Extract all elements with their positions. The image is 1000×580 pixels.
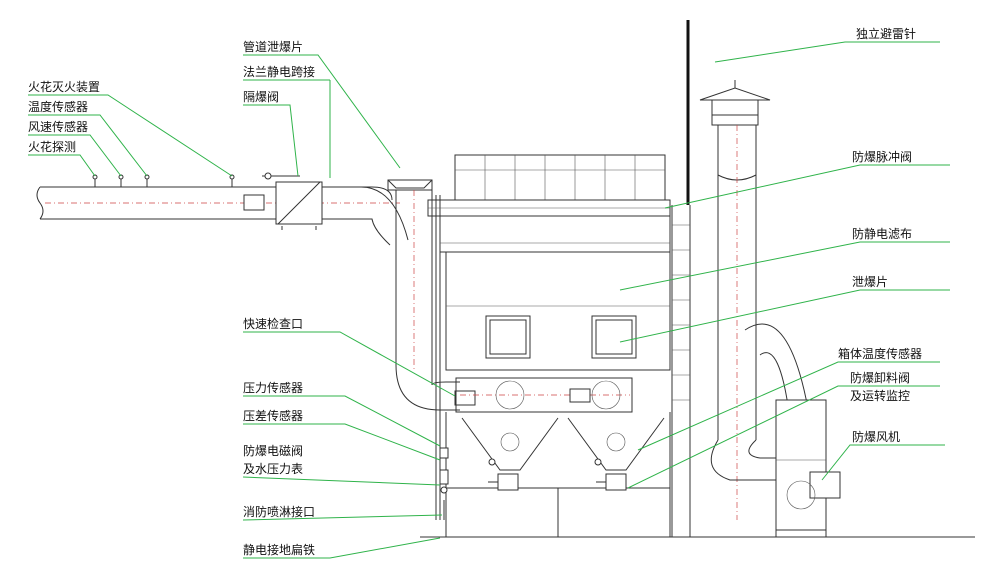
label-antistatic-bag: 防静电滤布 — [852, 226, 912, 241]
label-fan: 防爆风机 — [852, 429, 900, 444]
equipment-drawing — [36, 20, 975, 538]
label-flange-jumper: 法兰静电跨接 — [243, 64, 315, 79]
label-box-temp-sensor: 箱体温度传感器 — [838, 346, 922, 361]
labels: 火花灭火装置 温度传感器 风速传感器 火花探测 管道泄爆片 法兰静电跨接 隔爆阀… — [28, 26, 922, 557]
label-lightning-rod: 独立避雷针 — [856, 26, 916, 41]
label-ground-iron: 静电接地扁铁 — [243, 542, 315, 557]
label-solenoid-valve-line2: 及水压力表 — [243, 462, 303, 476]
vertical-riser — [387, 179, 441, 520]
inlet-duct — [36, 186, 400, 220]
label-pulse-valve: 防爆脉冲阀 — [852, 149, 912, 164]
label-discharge-valve-line2: 及运转监控 — [850, 388, 910, 403]
label-isolation-valve: 隔爆阀 — [243, 90, 279, 104]
label-vent-panel: 泄爆片 — [852, 275, 888, 289]
label-pressure-sensor: 压力传感器 — [243, 380, 303, 395]
filter-housing — [427, 154, 671, 537]
sensor-pipework — [439, 447, 449, 520]
duct-sensors — [92, 174, 235, 187]
label-wind-sensor: 风速传感器 — [28, 119, 88, 134]
duct-elbow-upper — [322, 186, 409, 246]
label-fire-sprinkler: 消防喷淋接口 — [243, 504, 315, 519]
label-quick-inspect: 快速检查口 — [243, 316, 303, 331]
fan-assembly — [710, 323, 841, 537]
duct-elbow-lower — [395, 364, 476, 411]
ladder — [671, 205, 691, 537]
isolation-valve-shape — [262, 172, 323, 230]
label-diff-pressure-sensor: 压差传感器 — [243, 408, 303, 423]
label-temp-sensor: 温度传感器 — [28, 99, 88, 114]
leader-lines — [28, 41, 950, 559]
label-spark-extinguish: 火花灭火装置 — [28, 79, 100, 94]
label-pipe-vent: 管道泄爆片 — [243, 39, 303, 54]
exhaust-stack — [699, 80, 771, 520]
label-discharge-valve-line1: 防爆卸料阀 — [850, 370, 910, 385]
label-solenoid-valve-line1: 防爆电磁阀 — [243, 443, 303, 458]
label-spark-detect: 火花探测 — [28, 139, 76, 154]
